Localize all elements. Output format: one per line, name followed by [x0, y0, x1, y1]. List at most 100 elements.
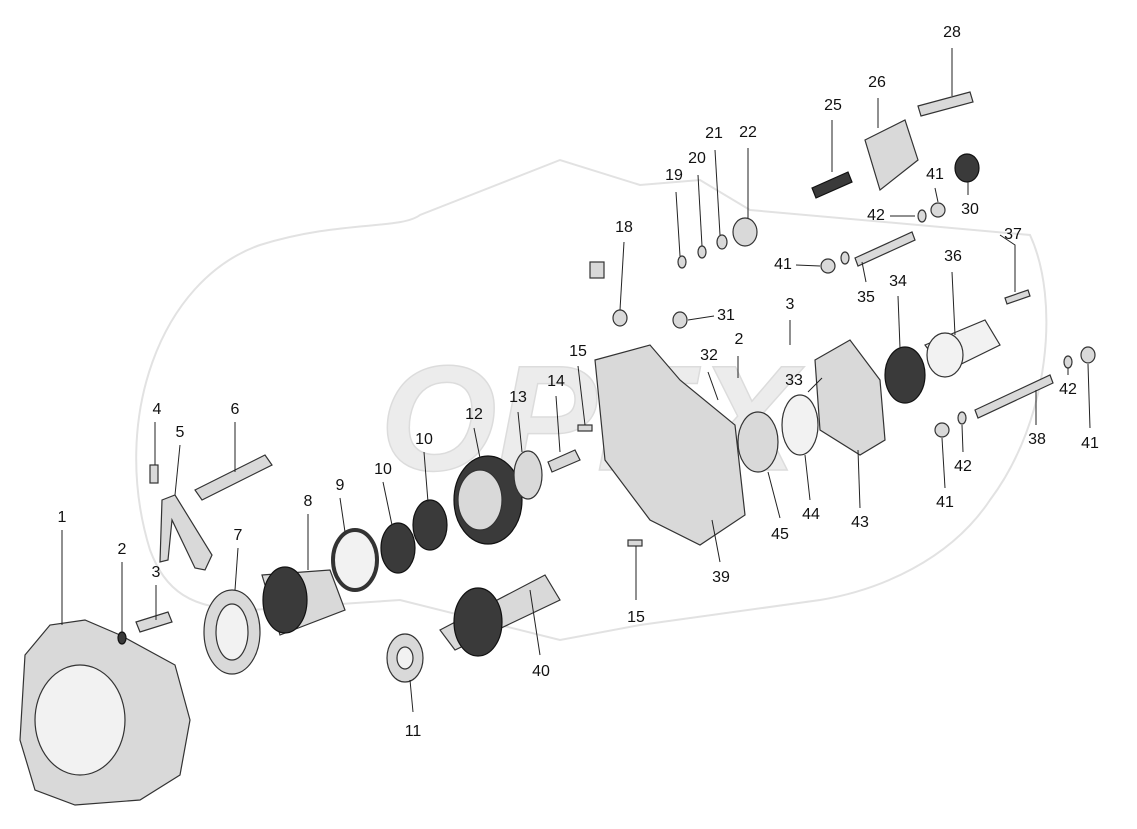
callout-28: 28 [943, 24, 961, 41]
callout-10b: 10 [415, 431, 433, 448]
callout-9: 9 [336, 477, 345, 494]
part-breather [612, 309, 628, 327]
part-ball-bearing-bore [396, 646, 414, 670]
callout-15a: 15 [569, 343, 587, 360]
part-thrust-washer [513, 450, 543, 500]
callout-5: 5 [176, 424, 185, 441]
leader-lines [61, 48, 1091, 713]
part-stud-lower [974, 374, 1054, 419]
callout-20: 20 [688, 150, 706, 167]
leader-9 [339, 497, 346, 533]
callout-33: 33 [785, 372, 803, 389]
part-washer-d [1063, 355, 1073, 369]
leader-43 [857, 449, 861, 509]
part-pin [149, 464, 159, 484]
callout-4: 4 [153, 401, 162, 418]
leader-41d [1087, 363, 1091, 429]
callout-15b: 15 [627, 609, 645, 626]
callout-37: 37 [1004, 226, 1022, 243]
parts [19, 91, 1096, 806]
leader-5 [174, 444, 181, 496]
part-hub-teeth [262, 566, 308, 634]
watermark: OPEX [135, 158, 1048, 642]
callout-34: 34 [889, 273, 907, 290]
part-dowel-b [627, 539, 643, 547]
leader-33 [807, 377, 823, 393]
part-nut-a [930, 202, 946, 218]
callout-42a: 42 [867, 207, 885, 224]
leader-10a [382, 481, 393, 526]
callout-13: 13 [509, 389, 527, 406]
callout-36: 36 [944, 248, 962, 265]
callout-43: 43 [851, 514, 869, 531]
leader-10b [423, 451, 429, 503]
callout-10a: 10 [374, 461, 392, 478]
part-shim [697, 245, 707, 259]
leader-45 [767, 471, 781, 519]
leader-44 [804, 454, 811, 501]
part-bolt [135, 611, 173, 633]
callout-12: 12 [465, 406, 483, 423]
leader-20 [697, 174, 703, 247]
leader-37 [999, 234, 1016, 292]
callout-41d: 41 [1081, 435, 1099, 452]
part-fitting [672, 311, 688, 329]
leader-7 [234, 547, 239, 591]
part-o-ring [331, 528, 379, 592]
part-rear-bearing [884, 346, 926, 404]
part-cylinder-end [926, 332, 964, 378]
part-valve-sleeve [732, 217, 758, 247]
part-cap-nut [954, 153, 980, 183]
callout-25: 25 [824, 97, 842, 114]
leader-18 [619, 241, 625, 311]
part-stud-upper [854, 231, 916, 267]
leader-42b [961, 424, 964, 453]
leader-21 [714, 149, 721, 236]
leader-15a [577, 365, 586, 426]
part-seal [716, 234, 728, 250]
leader-32 [707, 371, 719, 401]
part-nut-d [1080, 346, 1096, 364]
callout-45: 45 [771, 526, 789, 543]
leader-41b [795, 264, 821, 267]
callout-41a: 41 [926, 166, 944, 183]
part-rear-cover [814, 339, 886, 456]
part-sleeve-bore [215, 603, 249, 661]
callout-35: 35 [857, 289, 875, 306]
callout-42c: 42 [1059, 381, 1077, 398]
part-shaft-gear [453, 587, 503, 657]
leader-31 [687, 315, 715, 321]
part-transfer-case [594, 344, 746, 546]
part-pin-37 [1004, 289, 1031, 305]
part-spring [811, 171, 853, 199]
callout-21: 21 [705, 125, 723, 142]
part-snap-ring [677, 255, 687, 269]
callout-6: 6 [231, 401, 240, 418]
part-shift-rod [194, 454, 273, 501]
callout-39: 39 [712, 569, 730, 586]
callout-26: 26 [868, 74, 886, 91]
callout-32: 32 [700, 347, 718, 364]
leader-35 [861, 261, 867, 283]
part-long-bolt [917, 91, 974, 117]
callout-41c: 41 [936, 494, 954, 511]
leader-36 [951, 271, 956, 336]
leader-40 [529, 589, 541, 656]
callout-19: 19 [665, 167, 683, 184]
callout-2b: 2 [735, 331, 744, 348]
part-flange-bolt [547, 449, 581, 473]
part-needle-bearing-b [412, 499, 448, 551]
part-needle-bearing-a [380, 522, 416, 574]
callout-22: 22 [739, 124, 757, 141]
part-nut-b [820, 258, 836, 274]
leader-14 [555, 395, 561, 453]
callout-31: 31 [717, 307, 735, 324]
part-washer [117, 631, 127, 645]
leader-41c [941, 437, 946, 489]
callout-11: 11 [405, 723, 422, 740]
leader-39 [711, 519, 721, 563]
watermark-gear-outline [135, 158, 1048, 642]
leader-11 [409, 679, 414, 713]
leader-34 [897, 295, 901, 349]
